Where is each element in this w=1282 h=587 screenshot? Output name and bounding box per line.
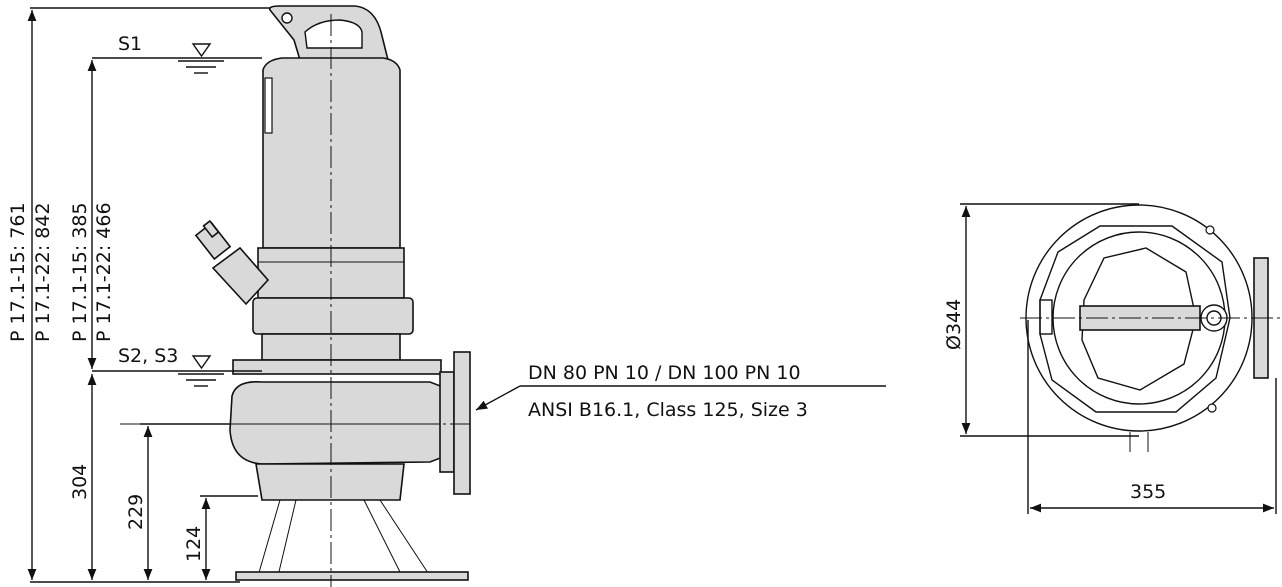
impeller-outline bbox=[1081, 247, 1197, 391]
volute-outline bbox=[1039, 225, 1231, 413]
seal-chamber bbox=[252, 297, 414, 335]
flange-spec-line1: DN 80 PN 10 / DN 100 PN 10 bbox=[528, 362, 801, 384]
flange-spec-line2: ANSI B16.1, Class 125, Size 3 bbox=[528, 399, 808, 421]
dim-motor-15: P 17.1-15: 385 bbox=[69, 202, 91, 342]
dim-124: 124 bbox=[183, 526, 205, 562]
pump-foot-upper bbox=[255, 463, 405, 501]
pump-side-view bbox=[120, 5, 471, 587]
water-level-s1 bbox=[92, 43, 262, 74]
level-s1-label: S1 bbox=[118, 33, 142, 55]
discharge-pipe bbox=[439, 371, 455, 473]
water-level-s2-s3 bbox=[92, 355, 262, 387]
dim-229: 229 bbox=[125, 494, 147, 530]
dimension-lines bbox=[27, 7, 270, 583]
dim-diameter: Ø344 bbox=[943, 299, 965, 350]
base-plate bbox=[235, 571, 469, 581]
dim-width: 355 bbox=[1130, 481, 1166, 503]
volute-casing bbox=[229, 380, 457, 465]
flange-callout bbox=[475, 385, 886, 411]
dim-motor-22: P 17.1-22: 466 bbox=[93, 202, 115, 342]
level-s2-s3-label: S2, S3 bbox=[118, 345, 178, 367]
top-view-dimensions bbox=[960, 203, 1277, 514]
discharge-flange bbox=[453, 351, 471, 495]
dim-total-22: P 17.1-22: 842 bbox=[32, 202, 54, 342]
dim-304: 304 bbox=[69, 464, 91, 500]
cable-gland bbox=[211, 246, 270, 306]
dim-total-15: P 17.1-15: 761 bbox=[7, 202, 29, 342]
pump-top-view bbox=[1020, 204, 1282, 452]
volute-top-plate bbox=[232, 359, 442, 375]
